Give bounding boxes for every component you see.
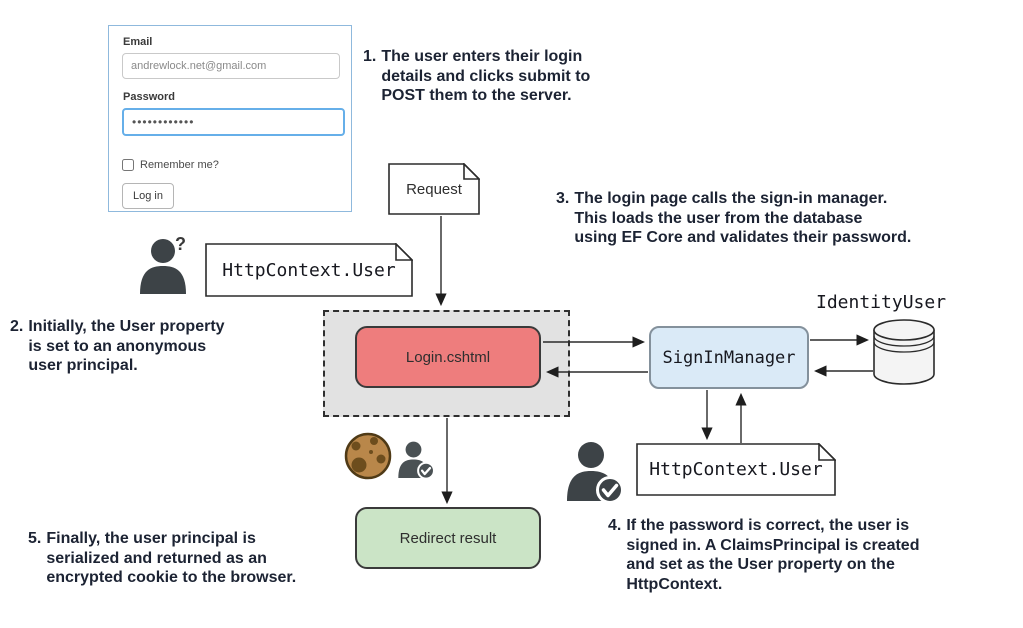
document-shape-icon: [636, 443, 836, 496]
login-cshtml-label: Login.cshtml: [405, 348, 491, 366]
signin-manager-label: SignInManager: [662, 347, 796, 368]
remember-me-label: Remember me?: [140, 159, 219, 171]
annotation-3: 3. The login page calls the sign-in mana…: [556, 189, 911, 248]
remember-me-row: Remember me?: [122, 159, 219, 171]
annotation-1-text: The user enters their login details and …: [381, 48, 591, 105]
httpcontext-user-bottom-label: HttpContext.User: [649, 459, 823, 480]
annotation-4: 4. If the password is correct, the user …: [608, 516, 919, 594]
person-check-small-icon: [398, 441, 435, 480]
cookie-icon: [344, 432, 392, 480]
signin-manager-node: SignInManager: [649, 326, 809, 389]
annotation-2-text: Initially, the User property is set to a…: [28, 318, 225, 375]
identity-user-label: IdentityUser: [816, 292, 947, 313]
password-field[interactable]: [122, 108, 345, 136]
remember-me-checkbox[interactable]: [122, 159, 134, 171]
login-cshtml-node: Login.cshtml: [355, 326, 541, 388]
email-label: Email: [123, 36, 153, 48]
annotation-4-text: If the password is correct, the user is …: [626, 517, 920, 593]
email-field[interactable]: [122, 53, 340, 79]
password-label: Password: [123, 91, 175, 103]
annotation-2: 2. Initially, the User property is set t…: [10, 317, 225, 376]
annotation-1-number: 1.: [363, 48, 377, 65]
document-shape-icon: [388, 163, 480, 215]
request-label: Request: [406, 180, 462, 198]
httpcontext-user-top-label: HttpContext.User: [222, 259, 396, 281]
annotation-2-number: 2.: [10, 318, 24, 335]
annotation-3-text: The login page calls the sign-in manager…: [574, 190, 912, 247]
httpcontext-user-top-document: HttpContext.User: [205, 243, 413, 297]
redirect-result-label: Redirect result: [399, 529, 497, 547]
annotation-5-text: Finally, the user principal is serialize…: [46, 530, 297, 587]
annotation-3-number: 3.: [556, 190, 570, 207]
annotation-1: 1. The user enters their login details a…: [363, 47, 590, 106]
question-mark-icon: ?: [175, 234, 186, 254]
database-cylinder-icon: [873, 319, 935, 385]
document-shape-icon: [205, 243, 413, 297]
person-check-large-icon: [567, 442, 624, 504]
redirect-result-node: Redirect result: [355, 507, 541, 569]
annotation-5-number: 5.: [28, 530, 42, 547]
httpcontext-user-bottom-document: HttpContext.User: [636, 443, 836, 496]
log-in-button[interactable]: Log in: [122, 183, 174, 209]
request-document: Request: [388, 163, 480, 215]
login-form: Email Password Remember me? Log in: [108, 25, 352, 212]
annotation-4-number: 4.: [608, 517, 622, 534]
annotation-5: 5. Finally, the user principal is serial…: [28, 529, 296, 588]
